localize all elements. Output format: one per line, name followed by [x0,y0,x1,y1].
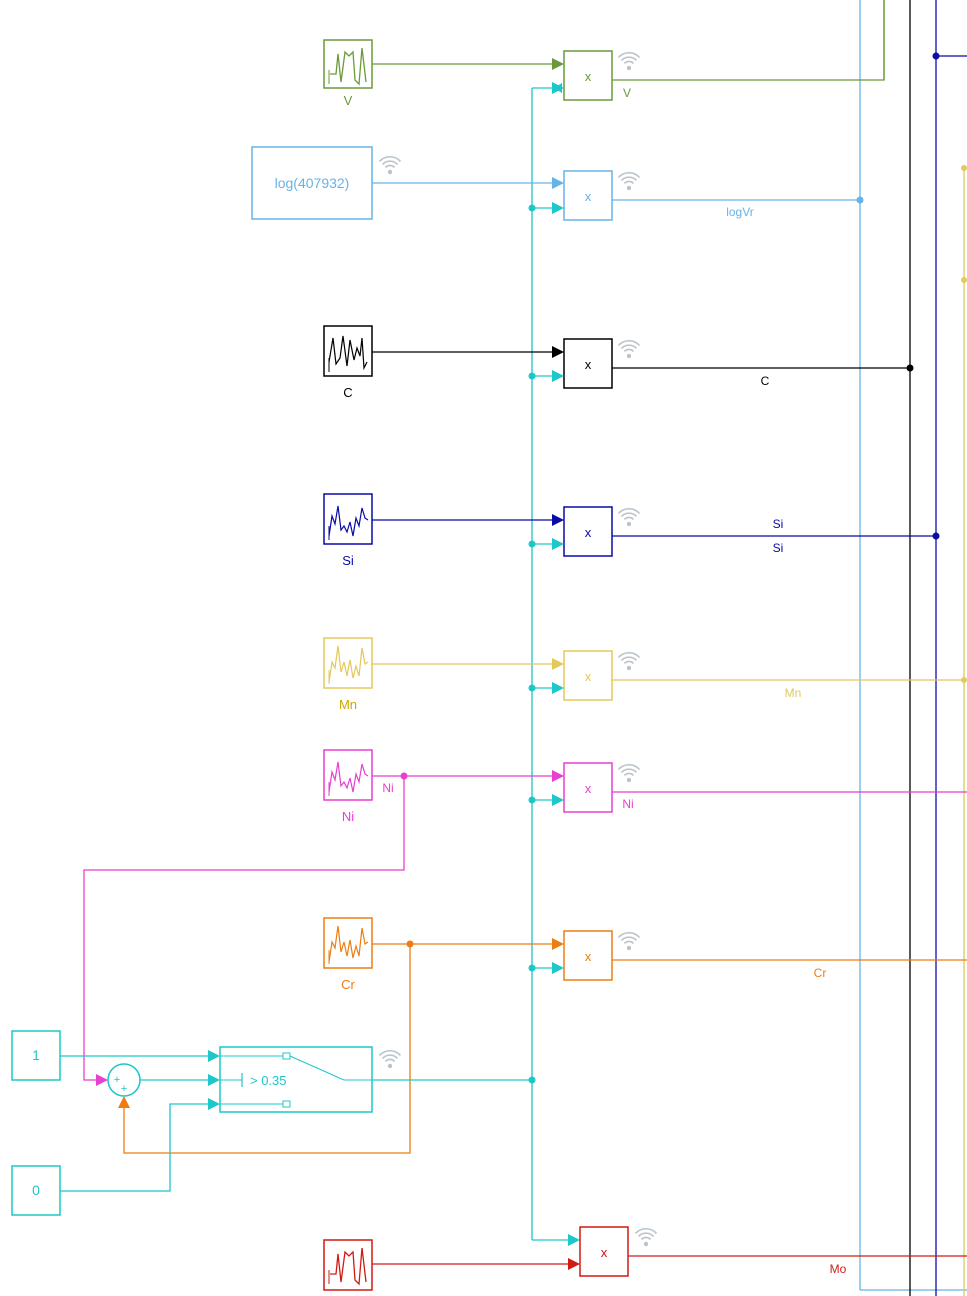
v-product-block[interactable] [563,50,613,101]
switch-wifi-icon[interactable] [378,1049,402,1069]
mn-product-symbol: x [585,669,592,684]
v-waveform-icon [328,47,367,86]
ni-source-label: Ni [342,809,354,824]
cr-product-symbol: x [585,949,592,964]
c-row: C x C [323,325,914,400]
logvr-const-wifi-icon[interactable] [378,155,402,175]
cyan-feed-junctions [528,204,536,1084]
logvr-product-block[interactable] [563,170,613,221]
si-wifi-icon[interactable] [617,507,641,528]
c-source-label: C [343,385,352,400]
mn-waveform-icon [328,645,369,684]
v-wifi-icon[interactable] [617,51,641,71]
constant-zero-value: 0 [32,1182,40,1198]
cyan-input-arrows [552,82,564,974]
junction-navy-top [932,52,940,60]
mn-product-block[interactable] [563,650,613,701]
logvr-wifi-icon[interactable] [617,171,641,191]
sum-plus-2: + [121,1083,127,1095]
logvr-product-symbol: x [585,189,592,204]
si-waveform-icon [328,505,369,540]
mn-signal-label: Mn [785,686,802,700]
cr-waveform-icon [328,925,369,964]
c-wifi-icon[interactable] [617,339,641,360]
switch-threshold: > 0.35 [250,1073,287,1088]
si-source-label: Si [342,553,354,568]
ni-wifi-icon[interactable] [617,763,641,784]
c-waveform-icon [328,335,368,372]
ni-signal-label: Ni [622,797,633,811]
c-product-block[interactable] [563,338,613,389]
mo-product-block[interactable] [579,1226,629,1277]
switch-subsystem: 1 0 + + > 0.35 [11,1030,532,1216]
si-product-symbol: x [585,525,592,540]
v-source-label: V [344,93,353,108]
mo-row: x Mo [323,1226,967,1291]
v-signal-label: V [623,86,631,100]
v-product-symbol: x [585,69,592,84]
ni-product-block[interactable] [563,762,613,813]
cr-source-label: Cr [341,977,355,992]
junction-yellow-1 [961,165,967,171]
constant-one-value: 1 [32,1047,40,1063]
logvr-constant-value: log(407932) [275,175,350,191]
mo-wifi-icon[interactable] [634,1227,658,1247]
mn-row: Mn x Mn [323,637,967,712]
cr-wifi-icon[interactable] [617,931,641,952]
v-row: V x V [323,0,885,108]
ni-row: Ni Ni x Ni [83,749,967,1086]
si-signal-label-1: Si [773,517,784,531]
cr-row: Cr x Cr [118,917,967,1154]
mo-signal-label: Mo [830,1262,847,1276]
mn-source-label: Mn [339,697,357,712]
ni-port-label: Ni [382,781,393,795]
mo-waveform-icon [328,1247,367,1286]
constant-zero-block[interactable] [11,1165,61,1216]
logvr-row: log(407932) x logVr [251,146,864,221]
logvr-signal-label: logVr [726,205,754,219]
ni-waveform-icon [328,761,369,796]
ni-product-symbol: x [585,781,592,796]
si-row: Si x Si Si [323,493,940,568]
v-signal-source-block[interactable] [323,39,373,89]
c-product-symbol: x [585,357,592,372]
c-signal-label: C [761,374,770,388]
cr-product-block[interactable] [563,930,613,981]
logvr-constant-block[interactable] [251,146,373,220]
mo-signal-source-block[interactable] [323,1239,373,1291]
mn-wifi-icon[interactable] [617,651,641,672]
si-product-block[interactable] [563,506,613,557]
bus-lines [859,0,967,1296]
ni-signal-source-block[interactable] [323,749,373,801]
si-signal-label-2: Si [773,541,784,555]
mo-product-symbol: x [601,1245,608,1260]
sum-plus-1: + [114,1074,120,1086]
cr-signal-label: Cr [814,966,827,980]
junction-yellow-2 [961,277,967,283]
